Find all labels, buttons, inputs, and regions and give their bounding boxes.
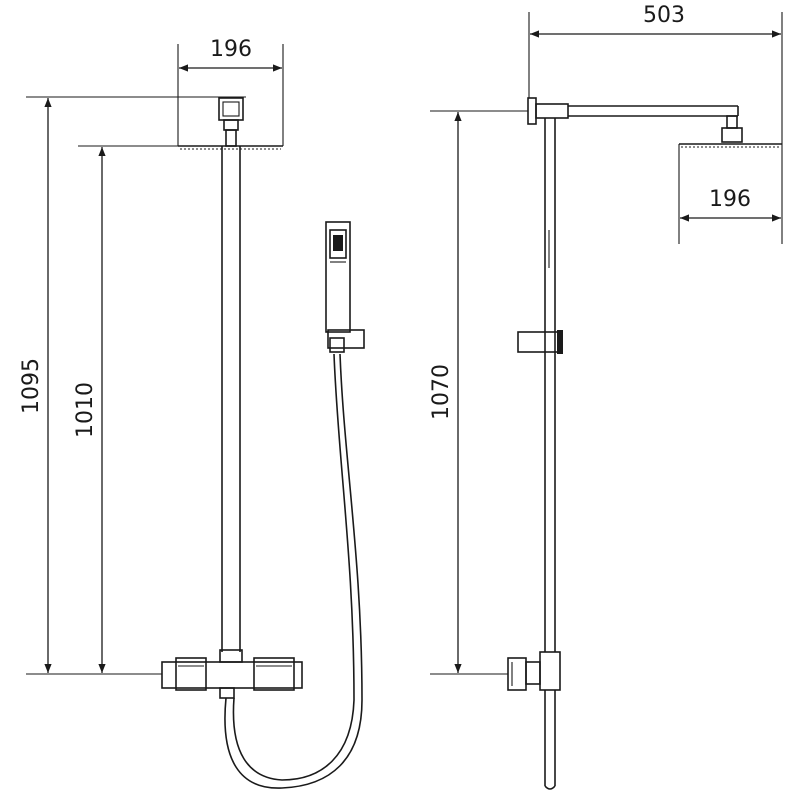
shower-hose	[224, 353, 363, 789]
side-column	[544, 118, 556, 790]
front-thermostatic-mixer	[161, 657, 303, 699]
front-head-width-dimension: 196	[177, 37, 284, 146]
arm-length-label: 503	[643, 3, 685, 28]
side-view: 503 196 1070	[429, 3, 783, 790]
side-head-width-dimension: 196	[678, 144, 783, 244]
total-height-dimension: 1095	[19, 96, 246, 675]
arm-length-dimension: 503	[528, 3, 783, 144]
side-column-height-label: 1070	[429, 364, 454, 420]
front-shower-head	[178, 97, 283, 150]
side-column-height-dimension: 1070	[429, 110, 528, 675]
side-shower-head	[679, 143, 782, 148]
front-head-width-label: 196	[210, 37, 252, 62]
front-view: 196 1095 1010	[19, 37, 365, 789]
total-height-label: 1095	[19, 358, 44, 414]
side-shower-arm	[527, 97, 743, 143]
shower-hose-inner	[232, 353, 355, 781]
front-column	[219, 146, 243, 663]
front-column-height-label: 1010	[73, 382, 98, 438]
side-head-width-label: 196	[709, 187, 751, 212]
side-slide-bracket	[517, 330, 563, 354]
side-thermostatic-mixer	[507, 651, 561, 691]
hand-shower	[325, 221, 365, 353]
front-column-height-dimension: 1010	[73, 145, 178, 673]
